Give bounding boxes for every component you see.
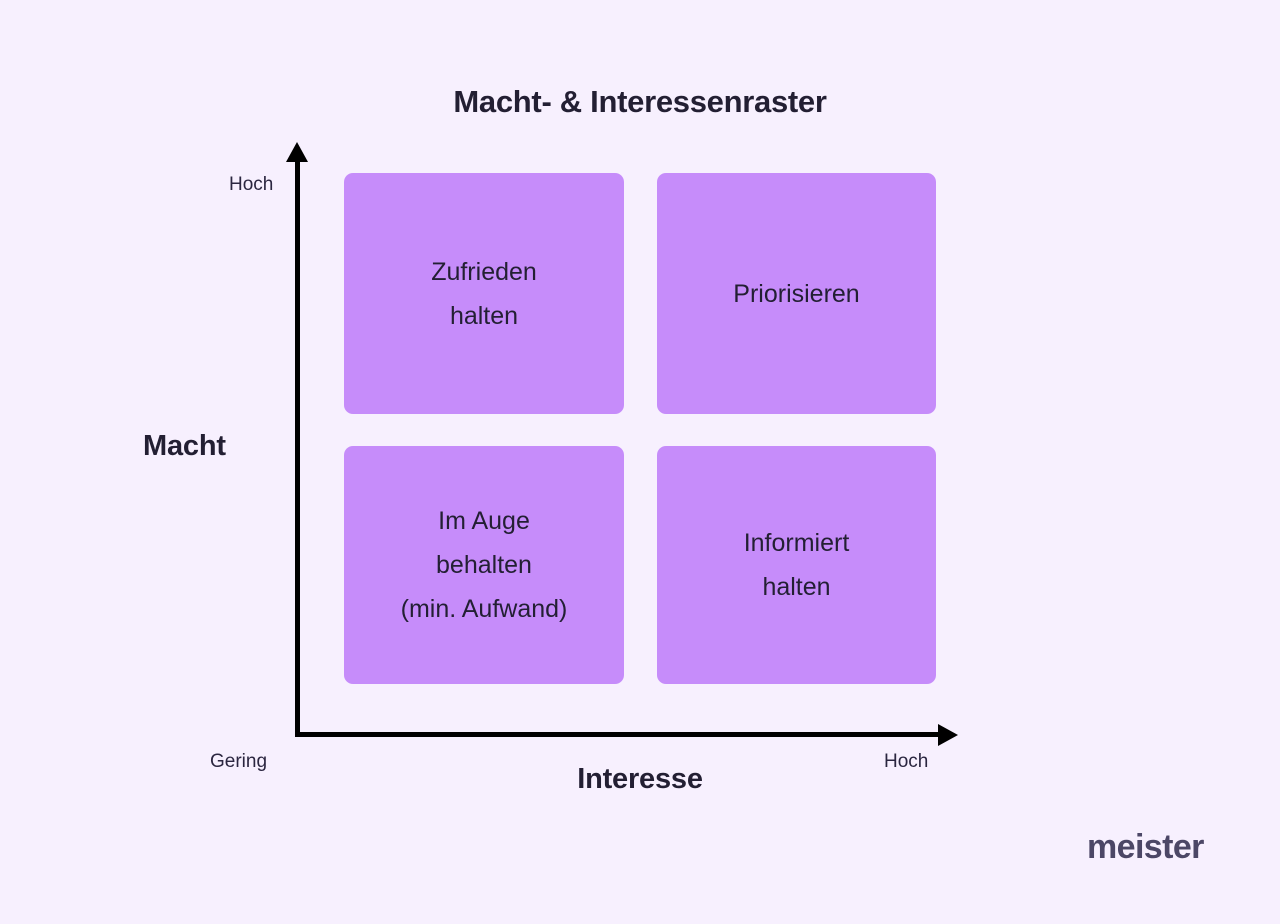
quadrant-top-right-label: Priorisieren bbox=[733, 279, 860, 308]
quadrant-bottom-left[interactable]: Im Auge behalten (min. Aufwand) bbox=[344, 446, 624, 684]
y-axis-arrow-icon bbox=[286, 142, 308, 162]
x-axis-title: Interesse bbox=[577, 763, 703, 795]
quadrant-bottom-left-label: Im Auge behalten (min. Aufwand) bbox=[400, 507, 568, 623]
meister-logo: meister bbox=[1087, 828, 1204, 866]
quadrant-top-right[interactable]: Priorisieren bbox=[657, 173, 936, 414]
page-title: Macht- & Interessenraster bbox=[453, 84, 827, 119]
x-axis-tick-low: Gering bbox=[210, 751, 268, 772]
y-axis-line bbox=[295, 158, 300, 737]
x-axis-arrow-icon bbox=[938, 724, 958, 746]
quadrant-bottom-right[interactable]: Informiert halten bbox=[657, 446, 936, 684]
x-axis-line bbox=[295, 732, 944, 737]
quadrant-top-left-label: Zufrieden halten bbox=[431, 257, 537, 330]
y-axis-tick-high: Hoch bbox=[229, 174, 274, 195]
y-axis-title: Macht bbox=[143, 430, 226, 462]
quadrant-top-left[interactable]: Zufrieden halten bbox=[344, 173, 624, 414]
x-axis-tick-high: Hoch bbox=[884, 751, 929, 772]
quadrant-bottom-right-label: Informiert halten bbox=[743, 529, 850, 601]
